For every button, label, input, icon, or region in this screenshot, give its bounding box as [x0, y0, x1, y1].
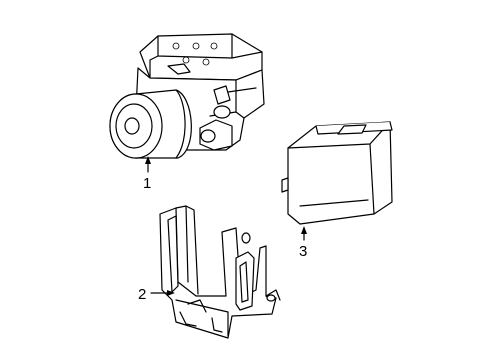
callout-label-3: 3 [299, 243, 307, 260]
arrow-head-2 [167, 290, 175, 296]
control-module-unit [281, 121, 393, 225]
mounting-bracket-unit [159, 205, 281, 339]
callout-2: 2 [138, 286, 175, 303]
callout-1: 1 [143, 156, 151, 192]
callout-3: 3 [299, 226, 307, 260]
callout-label-2: 2 [138, 286, 146, 303]
arrow-head-3 [301, 226, 307, 234]
abs-modulator-unit [109, 33, 265, 159]
arrow-head-1 [145, 156, 151, 164]
callout-label-1: 1 [143, 175, 151, 192]
